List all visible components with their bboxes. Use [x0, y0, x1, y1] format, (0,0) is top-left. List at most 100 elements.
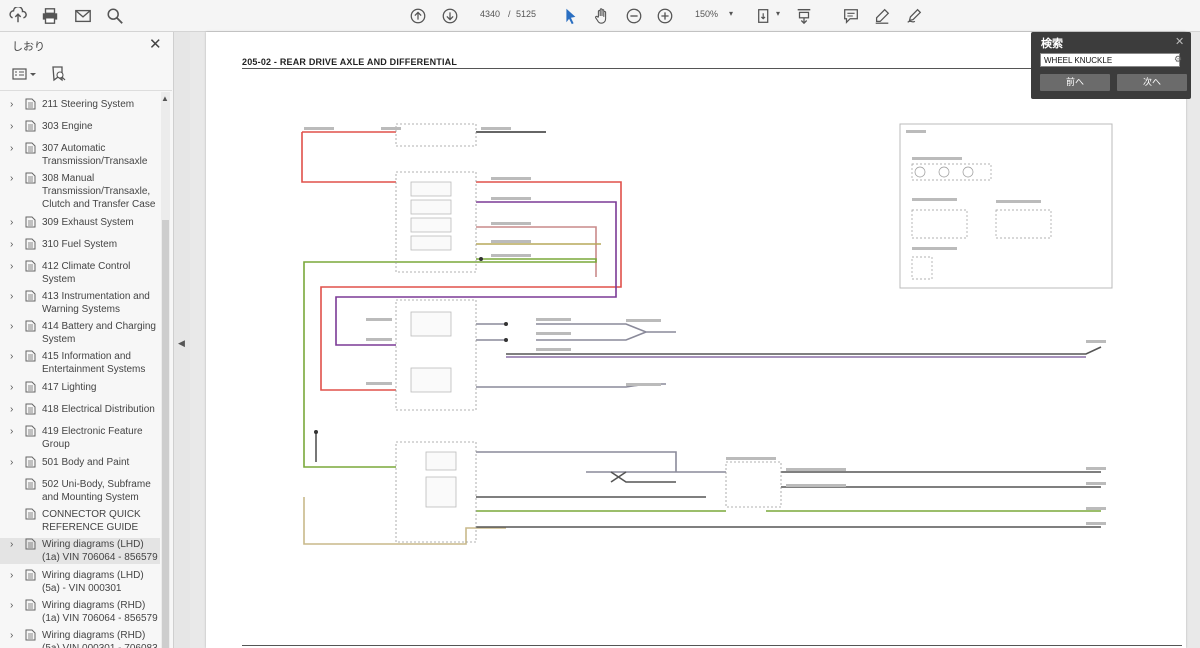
bookmark-item[interactable]: ›310 Fuel System — [0, 238, 160, 251]
bookmark-label: 413 Instrumentation and Warning Systems — [42, 291, 150, 315]
sign-icon[interactable] — [904, 6, 924, 26]
document-viewer[interactable]: 205-02 - REAR DRIVE AXLE AND DIFFERENTIA… — [190, 32, 1200, 648]
collapse-arrow-icon[interactable]: ◀ — [178, 338, 185, 348]
expand-chevron-icon[interactable]: › — [10, 630, 14, 641]
print-icon[interactable] — [40, 6, 60, 26]
document-title: 205-02 - REAR DRIVE AXLE AND DIFFERENTIA… — [242, 57, 458, 67]
bookmark-item[interactable]: ›415 Information and Entertainment Syste… — [0, 350, 160, 376]
bookmark-item[interactable]: › 501 Body and Paint — [0, 456, 160, 469]
bookmark-item[interactable]: 502 Uni-Body, Subframe and Mounting Syst… — [0, 478, 160, 504]
gear-icon[interactable]: ⚙ — [1174, 54, 1183, 64]
expand-chevron-icon[interactable]: › — [10, 261, 14, 272]
expand-chevron-icon[interactable]: › — [10, 457, 14, 468]
bookmark-add-icon[interactable] — [50, 65, 66, 83]
document-icon — [25, 172, 36, 184]
scroll-up-icon[interactable]: ▲ — [161, 94, 169, 103]
module-box — [725, 461, 782, 508]
bookmark-label: 501 Body and Paint — [42, 457, 130, 468]
zoom-in-icon[interactable] — [655, 6, 675, 26]
bookmark-item[interactable]: › 417 Lighting — [0, 381, 160, 394]
expand-chevron-icon[interactable]: › — [10, 321, 14, 332]
bookmark-label: 307 Automatic Transmission/Transaxle — [42, 143, 148, 167]
expand-chevron-icon[interactable]: › — [10, 291, 14, 302]
expand-chevron-icon[interactable]: › — [10, 143, 14, 154]
junction-box-battery — [395, 171, 477, 273]
bookmark-label: 419 Electronic Feature Group — [42, 426, 143, 450]
bookmark-item[interactable]: ›412 Climate Control System — [0, 260, 160, 286]
bookmark-item[interactable]: ›303 Engine — [0, 120, 160, 133]
select-cursor-icon[interactable] — [560, 6, 580, 26]
find-close-icon[interactable]: ✕ — [1175, 36, 1185, 48]
expand-chevron-icon[interactable]: › — [10, 404, 14, 415]
expand-chevron-icon[interactable]: › — [10, 600, 14, 611]
comment-icon[interactable] — [841, 6, 861, 26]
document-icon — [25, 425, 36, 437]
expand-chevron-icon[interactable]: › — [10, 570, 14, 581]
scroll-mode-icon[interactable] — [794, 6, 814, 26]
hand-tool-icon[interactable] — [592, 6, 612, 26]
bookmark-item[interactable]: ›Wiring diagrams (RHD) (1a) VIN 706064 -… — [0, 599, 160, 625]
bookmark-item[interactable]: › 307 Automatic Transmission/Transaxle — [0, 142, 160, 168]
bookmark-item[interactable]: › Wiring diagrams (LHD) (5a) - VIN 000301 — [0, 569, 160, 595]
bookmark-item[interactable]: › 419 Electronic Feature Group — [0, 425, 160, 451]
wire-dark — [610, 471, 676, 483]
next-page-icon[interactable] — [440, 6, 460, 26]
expand-chevron-icon[interactable]: › — [10, 173, 14, 184]
expand-chevron-icon[interactable]: › — [10, 426, 14, 437]
search-icon[interactable] — [105, 6, 125, 26]
expand-chevron-icon[interactable]: › — [10, 217, 14, 228]
expand-chevron-icon[interactable]: › — [10, 351, 14, 362]
zoom-out-icon[interactable] — [624, 6, 644, 26]
highlight-pen-icon[interactable] — [872, 6, 892, 26]
fit-dropdown-icon[interactable]: ▾ — [776, 9, 781, 18]
wire-grey — [476, 331, 647, 341]
wire-purple — [335, 201, 617, 346]
bookmark-item[interactable]: › 414 Battery and Charging System — [0, 320, 160, 346]
document-icon — [25, 629, 36, 641]
bookmark-item[interactable]: ›211 Steering System — [0, 98, 160, 111]
wiring-diagram — [301, 123, 1113, 545]
wire-red — [301, 132, 396, 183]
find-next-button[interactable]: 次へ — [1117, 74, 1187, 91]
bookmark-label: Wiring diagrams (LHD) (5a) - VIN 000301 — [42, 570, 144, 594]
bookmark-item[interactable]: ›309 Exhaust System — [0, 216, 160, 229]
mail-icon[interactable] — [73, 6, 93, 26]
expand-chevron-icon[interactable]: › — [10, 382, 14, 393]
upload-icon[interactable] — [8, 6, 28, 26]
find-prev-button[interactable]: 前へ — [1040, 74, 1110, 91]
current-page-field[interactable]: 4340 — [480, 9, 501, 19]
bookmark-item[interactable]: ›Wiring diagrams (RHD) (5a) VIN 000301 -… — [0, 629, 160, 648]
bookmark-item[interactable]: ›418 Electrical Distribution — [0, 403, 160, 416]
document-icon — [25, 478, 36, 490]
bookmark-item[interactable]: CONNECTOR QUICK REFERENCE GUIDE — [0, 508, 160, 534]
panel-scrollbar[interactable]: ▲ — [161, 92, 170, 648]
expand-chevron-icon[interactable]: › — [10, 239, 14, 250]
bookmark-label: 417 Lighting — [42, 382, 97, 393]
zoom-level[interactable]: 150% — [695, 9, 719, 19]
bookmark-item-selected[interactable]: ›Wiring diagrams (LHD) (1a) VIN 706064 -… — [0, 538, 160, 564]
bookmark-label: 308 Manual Transmission/Transaxle, Clutc… — [42, 173, 156, 210]
wire-dark — [610, 471, 627, 483]
expand-chevron-icon[interactable]: › — [10, 121, 14, 132]
prev-page-icon[interactable] — [408, 6, 428, 26]
fuse-inner — [425, 476, 457, 508]
scrollbar-thumb[interactable] — [162, 220, 169, 648]
page-total: 5125 — [516, 9, 537, 19]
bookmark-label: 414 Battery and Charging System — [42, 321, 156, 345]
zoom-dropdown-icon[interactable]: ▾ — [729, 9, 734, 18]
document-icon — [25, 508, 36, 520]
bookmark-item[interactable]: › 413 Instrumentation and Warning Systems — [0, 290, 160, 316]
expand-chevron-icon[interactable]: › — [10, 99, 14, 110]
bookmark-options-icon[interactable] — [12, 67, 38, 81]
fit-page-icon[interactable] — [755, 6, 775, 26]
close-panel-icon[interactable]: ✕ — [149, 36, 162, 53]
bookmark-item[interactable]: › 308 Manual Transmission/Transaxle, Clut… — [0, 172, 160, 211]
bookmarks-panel: しおり ✕ ›211 Steering System ›303 Engine ›… — [0, 32, 174, 648]
junction-box-central — [395, 299, 477, 411]
panel-collapse-handle[interactable]: ◀ — [174, 32, 190, 648]
find-input[interactable] — [1040, 53, 1180, 67]
expand-chevron-icon[interactable]: › — [10, 539, 14, 550]
wire-olive — [303, 497, 506, 545]
junction-box-rear — [395, 441, 477, 543]
find-panel: 検索 ✕ ⚙ 前へ 次へ — [1031, 32, 1191, 99]
